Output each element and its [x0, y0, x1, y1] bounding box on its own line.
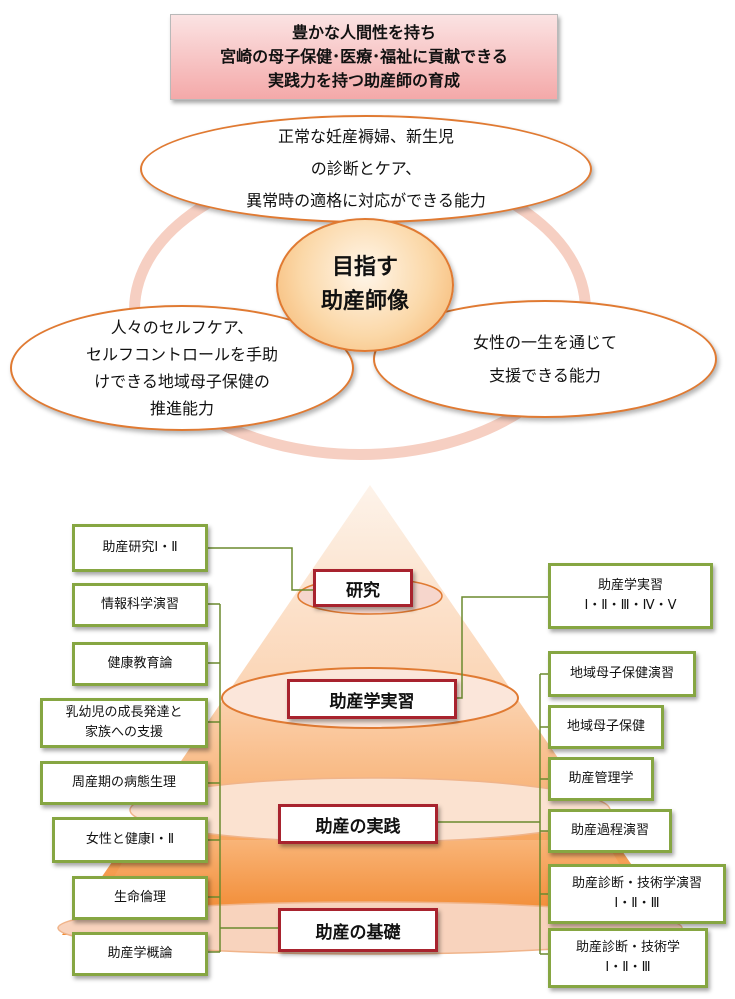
course-label: 地域母子保健演習 — [569, 666, 674, 681]
course-box: 助産学実習 Ⅰ・Ⅱ・Ⅲ・Ⅳ・Ⅴ — [548, 563, 713, 629]
course-box: 地域母子保健 — [548, 705, 664, 749]
connector-lines — [208, 547, 548, 955]
course-label: Ⅰ・Ⅱ・Ⅲ — [605, 960, 651, 975]
course-label: 女性と健康Ⅰ・Ⅱ — [85, 832, 175, 847]
course-label: 助産過程演習 — [570, 823, 649, 838]
course-box: 助産学概論 — [72, 932, 208, 976]
course-label: 家族への支援 — [84, 725, 163, 740]
course-box: 助産研究Ⅰ・Ⅱ — [72, 524, 208, 572]
course-label: 地域母子保健 — [566, 719, 645, 734]
vision-left-line: セルフコントロールを手助 — [85, 345, 278, 364]
vision-top-line: の診断とケア、 — [310, 159, 422, 178]
level-practicum-label: 助産学実習 — [287, 679, 457, 719]
course-box: 乳幼児の成長発達と 家族への支援 — [40, 698, 208, 748]
course-label: 助産学概論 — [107, 946, 173, 961]
course-box: 助産診断・技術学 Ⅰ・Ⅱ・Ⅲ — [548, 928, 708, 988]
course-label: 周産期の病態生理 — [71, 775, 176, 790]
vision-right-line: 支援できる能力 — [489, 366, 601, 385]
level-research-label: 研究 — [313, 569, 413, 607]
course-box: 健康教育論 — [72, 642, 208, 686]
course-box: 生命倫理 — [72, 876, 208, 920]
course-label: 助産学実習 — [597, 578, 663, 593]
course-label: 助産研究Ⅰ・Ⅱ — [102, 540, 178, 555]
vision-center-line: 目指す — [331, 255, 398, 280]
vision-center-circle: 目指す 助産師像 — [276, 218, 454, 352]
level-foundation-label: 助産の基礎 — [278, 908, 438, 952]
course-label: 助産診断・技術学 — [575, 940, 680, 955]
goal-line-1: 豊かな人間性を持ち — [291, 23, 436, 42]
goal-banner: 豊かな人間性を持ち 宮崎の母子保健･医療･福祉に貢献できる 実践力を持つ助産師の… — [170, 14, 558, 100]
course-box: 女性と健康Ⅰ・Ⅱ — [52, 817, 208, 863]
level-practice-label: 助産の実践 — [278, 804, 438, 844]
course-label: Ⅰ・Ⅱ・Ⅲ — [614, 896, 660, 911]
vision-right-line: 女性の一生を通じて — [472, 333, 617, 352]
course-box: 周産期の病態生理 — [40, 761, 208, 805]
course-label: 情報科学演習 — [100, 597, 179, 612]
vision-left-line: 人々のセルフケア、 — [110, 318, 254, 337]
vision-left-line: 推進能力 — [149, 399, 214, 418]
vision-top-ellipse: 正常な妊産褥婦、新生児 の診断とケア、 異常時の適格に対応ができる能力 — [140, 115, 592, 223]
course-box: 地域母子保健演習 — [548, 651, 696, 697]
course-label: 健康教育論 — [107, 656, 173, 671]
vision-left-ellipse: 人々のセルフケア、 セルフコントロールを手助 けできる地域母子保健の 推進能力 — [10, 305, 354, 431]
course-label: 助産管理学 — [568, 771, 634, 786]
course-box: 助産診断・技術学演習 Ⅰ・Ⅱ・Ⅲ — [548, 864, 726, 924]
course-label: 乳幼児の成長発達と — [65, 705, 183, 720]
course-label: Ⅰ・Ⅱ・Ⅲ・Ⅳ・Ⅴ — [584, 598, 677, 613]
course-box: 助産過程演習 — [548, 809, 672, 853]
course-box: 助産管理学 — [548, 757, 654, 801]
goal-line-2: 宮崎の母子保健･医療･福祉に貢献できる — [220, 47, 508, 66]
goal-line-3: 実践力を持つ助産師の育成 — [267, 71, 460, 90]
vision-top-line: 正常な妊産褥婦、新生児 — [277, 127, 454, 146]
course-label: 生命倫理 — [113, 890, 166, 905]
vision-center-line: 助産師像 — [320, 289, 409, 314]
vision-left-line: けできる地域母子保健の — [94, 372, 270, 391]
course-box: 情報科学演習 — [72, 583, 208, 627]
vision-top-line: 異常時の適格に対応ができる能力 — [246, 191, 486, 210]
course-label: 助産診断・技術学演習 — [571, 876, 702, 891]
